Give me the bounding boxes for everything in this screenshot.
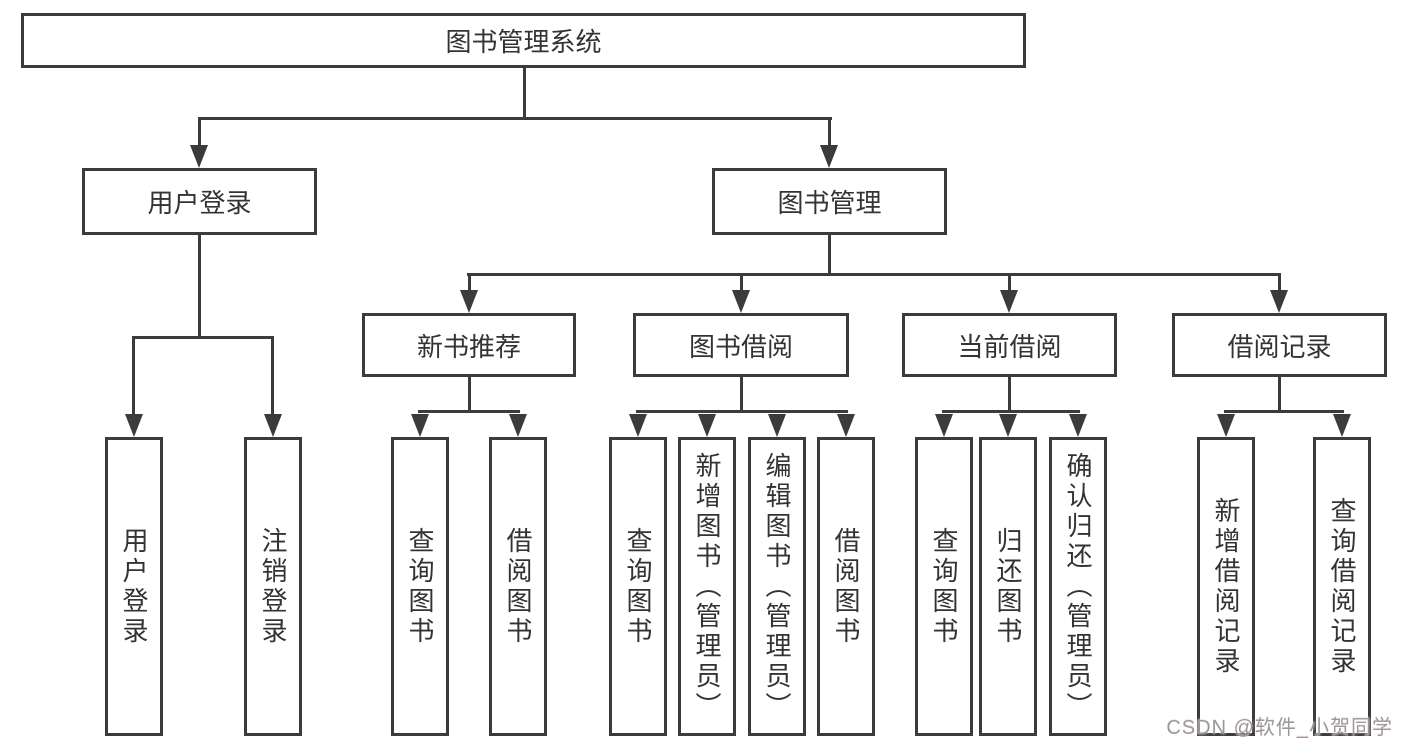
node-book-management: 图书管理 <box>712 168 947 235</box>
node-label: 查询图书 <box>929 526 959 647</box>
arrow-down-icon <box>629 414 647 437</box>
node-root-system: 图书管理系统 <box>21 13 1026 68</box>
arrow-down-icon <box>820 145 838 168</box>
node-records-add-record: 新增借阅记录 <box>1197 437 1255 736</box>
connector-line <box>1278 274 1281 294</box>
connector-line <box>740 274 743 294</box>
node-label: 借阅图书 <box>831 526 861 647</box>
node-logout-action: 注销登录 <box>244 437 302 736</box>
connector-line <box>740 377 743 412</box>
node-current-return-books: 归还图书 <box>979 437 1037 736</box>
node-borrow-borrow-books: 借阅图书 <box>817 437 875 736</box>
connector-line <box>132 336 135 416</box>
connector-line <box>198 118 201 148</box>
arrow-down-icon <box>1270 290 1288 313</box>
arrow-down-icon <box>1000 290 1018 313</box>
arrow-down-icon <box>698 414 716 437</box>
connector-line <box>828 235 831 275</box>
arrow-down-icon <box>837 414 855 437</box>
node-recommend-borrow-books: 借阅图书 <box>489 437 547 736</box>
arrow-down-icon <box>509 414 527 437</box>
arrow-down-icon <box>190 145 208 168</box>
node-label: 注销登录 <box>258 526 288 647</box>
connector-line <box>1278 377 1281 412</box>
arrow-down-icon <box>1069 414 1087 437</box>
node-label: 新增借阅记录 <box>1211 496 1241 677</box>
node-borrow-edit-books-admin: 编辑图书（管理员） <box>748 437 806 736</box>
connector-line <box>468 377 471 412</box>
node-borrow-records: 借阅记录 <box>1172 313 1387 377</box>
arrow-down-icon <box>1333 414 1351 437</box>
node-records-query-record: 查询借阅记录 <box>1313 437 1371 736</box>
node-label: 用户登录 <box>119 526 149 647</box>
arrow-down-icon <box>935 414 953 437</box>
node-borrow-query-books: 查询图书 <box>609 437 667 736</box>
node-label: 新增图书（管理员） <box>692 451 722 722</box>
arrow-down-icon <box>411 414 429 437</box>
node-label: 查询图书 <box>623 526 653 647</box>
node-label: 查询图书 <box>405 526 435 647</box>
arrow-down-icon <box>732 290 750 313</box>
node-label: 借阅图书 <box>503 526 533 647</box>
arrow-down-icon <box>768 414 786 437</box>
node-label: 查询借阅记录 <box>1327 496 1357 677</box>
connector-line <box>467 273 1281 276</box>
connector-line <box>271 336 274 416</box>
node-book-borrow: 图书借阅 <box>633 313 849 377</box>
node-label: 编辑图书（管理员） <box>762 451 792 722</box>
connector-line <box>828 118 831 148</box>
node-recommend-query-books: 查询图书 <box>391 437 449 736</box>
node-borrow-add-books-admin: 新增图书（管理员） <box>678 437 736 736</box>
node-current-confirm-return-admin: 确认归还（管理员） <box>1049 437 1107 736</box>
watermark: CSDN @软件_小贺同学 <box>1166 717 1393 739</box>
node-label: 确认归还（管理员） <box>1063 451 1093 722</box>
connector-line <box>132 336 274 339</box>
node-user-login: 用户登录 <box>82 168 317 235</box>
arrow-down-icon <box>460 290 478 313</box>
connector-line <box>198 117 832 120</box>
connector-line <box>418 410 520 413</box>
connector-line <box>468 274 471 294</box>
arrow-down-icon <box>264 414 282 437</box>
connector-line <box>942 410 1080 413</box>
node-new-book-recommend: 新书推荐 <box>362 313 576 377</box>
node-current-query-books: 查询图书 <box>915 437 973 736</box>
node-label: 归还图书 <box>993 526 1023 647</box>
connector-line <box>523 68 526 118</box>
connector-line <box>1008 274 1011 294</box>
connector-line <box>1008 377 1011 412</box>
node-user-login-action: 用户登录 <box>105 437 163 736</box>
arrow-down-icon <box>1217 414 1235 437</box>
arrow-down-icon <box>999 414 1017 437</box>
connector-line <box>1224 410 1344 413</box>
connector-line <box>636 410 848 413</box>
node-current-borrow: 当前借阅 <box>902 313 1117 377</box>
arrow-down-icon <box>125 414 143 437</box>
connector-line <box>198 235 201 338</box>
